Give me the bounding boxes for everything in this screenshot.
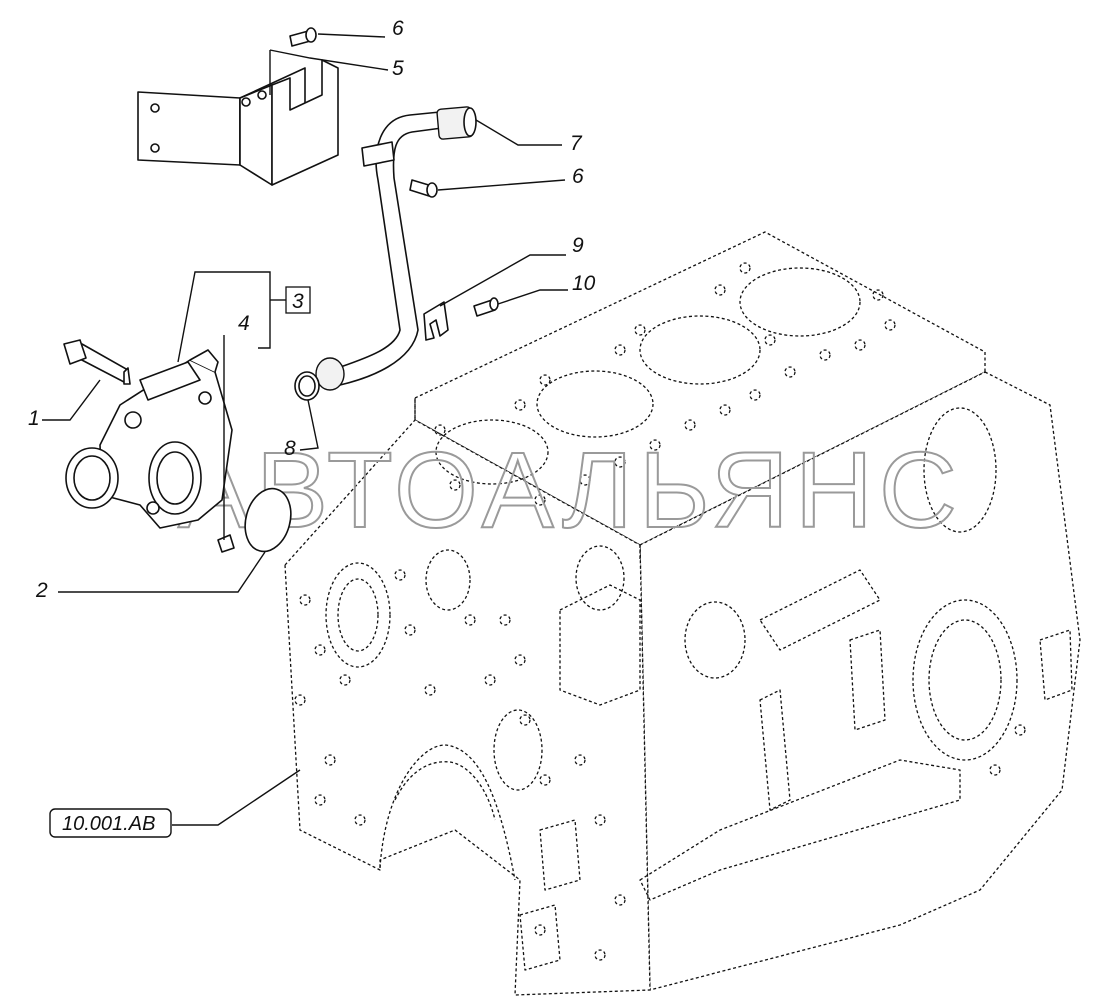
pin-part-4 [217,534,235,553]
deck-holes [434,262,896,506]
reference-label: 10.001.AB [62,813,155,835]
leader-lines [42,33,568,826]
callout-6-top: 6 [392,17,404,40]
tube-part-7 [315,106,477,391]
callout-1: 1 [28,407,40,430]
reference-box: 10.001.AB [49,808,172,838]
front-face-holes [294,569,1026,961]
oring-part-8 [294,371,320,401]
screw-part-6-top [289,27,317,47]
bolt-part-1 [63,339,131,385]
engine-block [284,231,1081,996]
callout-2: 2 [35,579,48,602]
thermostat-housing-part-3 [65,349,233,529]
watermark: АВТОАЛЬЯНС [178,429,963,550]
callout-5: 5 [392,57,404,80]
bracket-part-5 [137,59,339,186]
callout-3-box: 3 [285,286,311,314]
clip-part-9 [423,301,449,341]
callout-6-mid: 6 [572,165,584,188]
gasket-part-2 [244,487,292,553]
screw-part-10 [473,297,499,317]
callout-4: 4 [238,312,250,335]
callout-3: 3 [292,290,304,313]
callout-10: 10 [572,272,596,295]
callout-7: 7 [570,132,583,155]
callout-8: 8 [284,437,296,460]
callouts: 6 5 7 6 9 10 4 8 1 2 [28,17,596,602]
callout-9: 9 [572,234,584,257]
screw-part-6-mid [409,179,438,198]
